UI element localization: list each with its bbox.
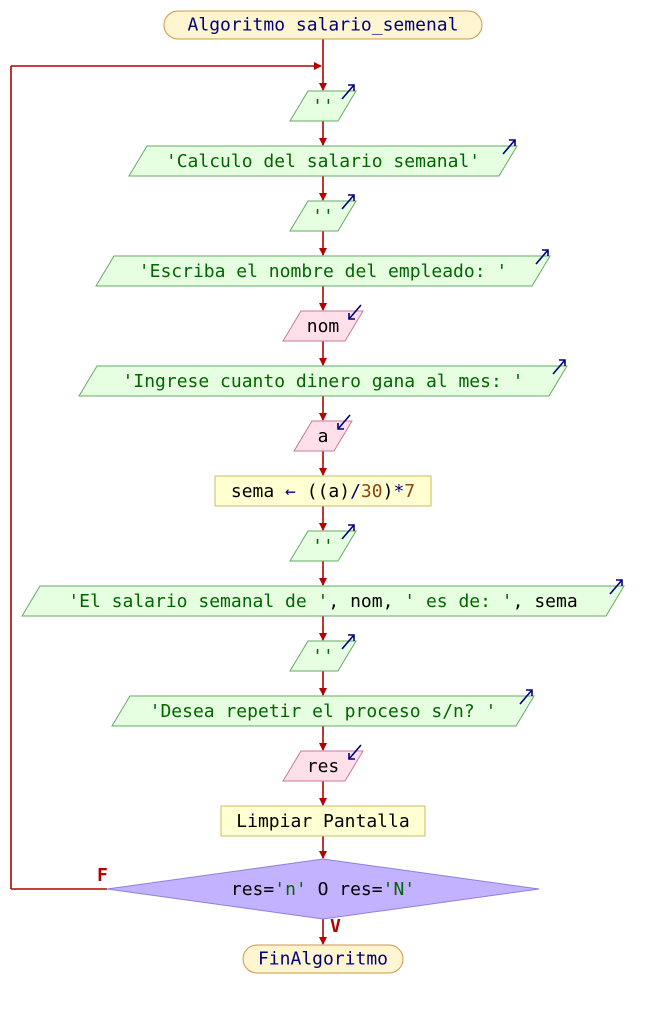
flow-edges [10,39,327,945]
step-text-13-part: Limpiar Pantalla [236,811,409,832]
input-step-4 [282,310,364,342]
step-text-4: nom [307,316,340,337]
step-text-8-part: '' [312,536,334,557]
output-arrow-icon [552,359,566,375]
step-text-7-part: ← [285,481,296,502]
output-arrow-icon [609,579,623,595]
start-label: Algoritmo salario_semenal [188,15,459,36]
output-arrowhead-icon [509,139,516,146]
step-text-2: '' [312,206,334,227]
step-text-3-part: 'Escriba el nombre del empleado: ' [139,261,507,282]
step-text-10-part: '' [312,646,334,667]
output-step-11 [111,695,535,727]
output-arrow-icon [341,524,355,540]
output-step-8 [289,530,357,562]
step-text-7: sema ← ((a)/30)*7 [231,481,415,502]
step-text-9-part: ' es de: ' [404,591,512,612]
step-text-7-part: ) [383,481,394,502]
output-arrowhead-icon [348,194,355,201]
step-text-3: 'Escriba el nombre del empleado: ' [139,261,507,282]
output-step-2 [289,200,357,232]
output-arrowhead-icon [616,579,623,586]
false-label: F [97,865,108,886]
input-arrowhead-icon [337,423,344,430]
step-text-9-part: 'El salario semanal de ' [68,591,328,612]
decision-condition: res='n' O res='N' [231,879,415,900]
step-text-4-part: nom [307,316,340,337]
output-step-9 [21,585,625,617]
output-step-5 [78,365,568,397]
end-label: FinAlgoritmo [258,949,388,970]
output-arrow-icon [341,634,355,650]
output-arrowhead-icon [348,84,355,91]
step-text-0-part: '' [312,96,334,117]
output-arrowhead-icon [526,689,533,696]
input-arrowhead-icon [348,313,355,320]
step-text-6: a [318,426,329,447]
step-text-7-part: 30 [361,481,383,502]
step-text-5-part: 'Ingrese cuanto dinero gana al mes: ' [123,371,524,392]
input-arrow-icon [348,744,362,760]
output-step-3 [95,255,551,287]
output-arrow-icon [341,84,355,100]
output-arrow-icon [519,689,533,705]
step-text-7-part: * [393,481,404,502]
step-text-9-part: , nom, [328,591,404,612]
output-arrowhead-icon [559,359,566,366]
output-arrowhead-icon [542,249,549,256]
assignment-step-7 [214,475,432,507]
step-text-5: 'Ingrese cuanto dinero gana al mes: ' [123,371,524,392]
output-arrow-icon [341,194,355,210]
input-step-12 [282,750,364,782]
end-terminal [242,944,404,974]
decision-condition-part: O res= [307,879,383,900]
step-text-13: Limpiar Pantalla [236,811,409,832]
output-step-10 [289,640,357,672]
step-text-11-part: 'Desea repetir el proceso s/n? ' [150,701,497,722]
output-arrowhead-icon [348,634,355,641]
step-text-12-part: res [307,756,340,777]
decision-condition-part: 'n' [274,879,307,900]
step-text-7-part: 7 [404,481,415,502]
step-text-2-part: '' [312,206,334,227]
step-text-11: 'Desea repetir el proceso s/n? ' [150,701,497,722]
step-text-9: 'El salario semanal de ', nom, ' es de: … [68,591,577,612]
step-text-0: '' [312,96,334,117]
step-text-9-part: , sema [513,591,578,612]
step-text-1: 'Calculo del salario semanal' [166,151,480,172]
step-text-8: '' [312,536,334,557]
decision-diamond [106,858,540,920]
input-arrow-icon [337,414,351,430]
step-text-10: '' [312,646,334,667]
output-arrow-icon [502,139,516,155]
output-arrow-icon [535,249,549,265]
output-step-1 [128,145,518,177]
decision-condition-part: 'N' [383,879,416,900]
output-arrowhead-icon [348,524,355,531]
output-step-0 [289,90,357,122]
decision-condition-part: res= [231,879,275,900]
start-terminal [163,10,483,40]
step-text-7-part: / [350,481,361,502]
step-text-7-part: ((a) [296,481,350,502]
input-arrow-icon [348,304,362,320]
step-text-12: res [307,756,340,777]
step-text-6-part: a [318,426,329,447]
input-arrowhead-icon [348,753,355,760]
step-text-7-part: sema [231,481,285,502]
true-label: V [330,916,341,937]
step-text-1-part: 'Calculo del salario semanal' [166,151,480,172]
process-step-13 [220,805,426,837]
flow-nodes: Algoritmo salario_semenal '' 'Calculo del … [21,10,625,974]
